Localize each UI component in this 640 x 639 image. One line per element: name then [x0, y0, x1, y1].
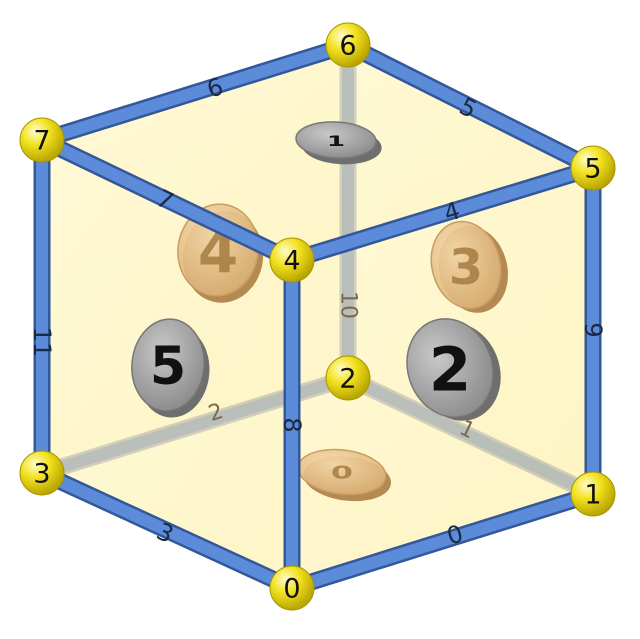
face-label-5: 5 — [150, 337, 186, 397]
edge-label-9: 9 — [579, 322, 607, 337]
cube-edge-4 — [286, 162, 599, 266]
cube-edge-1 — [342, 372, 599, 500]
vertex-label-5: 5 — [584, 154, 601, 185]
vertex-5: 5 — [570, 145, 616, 191]
face-disc-3: 3 — [430, 220, 508, 313]
vertex-ball — [325, 355, 371, 401]
vertex-6: 6 — [325, 22, 371, 68]
face-disc-top — [295, 121, 377, 159]
face-label-1: 1 — [327, 133, 345, 150]
cube-edge-0 — [286, 488, 599, 594]
cube-edge-3 — [36, 467, 298, 594]
face-disc-0: 0 — [297, 448, 392, 502]
face-disc-5: 5 — [131, 318, 210, 418]
vertex-3: 3 — [19, 450, 65, 496]
vertex-label-4: 4 — [283, 246, 300, 277]
face-disc-top — [430, 220, 502, 310]
face-disc-1: 1 — [295, 121, 382, 165]
vertex-1: 1 — [570, 471, 616, 517]
vertex-ball — [19, 117, 65, 163]
vertices-layer: 0 1 2 3 4 5 6 7 — [19, 22, 616, 611]
face-label-3: 3 — [449, 238, 483, 296]
face-label-2: 2 — [429, 335, 471, 406]
vertex-ball — [570, 145, 616, 191]
cube-edge-7 — [36, 134, 298, 266]
vertex-7: 7 — [19, 117, 65, 163]
vertex-ball — [325, 22, 371, 68]
edge-label-11: 11 — [28, 327, 56, 358]
vertex-label-6: 6 — [339, 31, 356, 62]
face-disc-top — [131, 318, 205, 412]
vertex-ball — [19, 450, 65, 496]
vertex-4: 4 — [269, 237, 315, 283]
edge-label-8: 8 — [278, 417, 306, 432]
cube-edge-5 — [342, 39, 599, 174]
vertex-ball — [269, 565, 315, 611]
vertex-label-3: 3 — [33, 459, 50, 490]
vertex-ball — [269, 237, 315, 283]
vertex-0: 0 — [269, 565, 315, 611]
edge-label-10: 10 — [336, 291, 361, 319]
vertex-label-0: 0 — [283, 574, 300, 605]
face-disc-2: 2 — [406, 318, 501, 421]
face-label-0: 0 — [331, 463, 353, 483]
vertex-ball — [570, 471, 616, 517]
vertex-label-2: 2 — [339, 364, 356, 395]
cube-edge-6 — [36, 39, 354, 146]
face-disc-top — [406, 318, 494, 418]
vertex-2: 2 — [325, 355, 371, 401]
vertex-label-1: 1 — [584, 480, 601, 511]
vertex-label-7: 7 — [33, 126, 50, 157]
